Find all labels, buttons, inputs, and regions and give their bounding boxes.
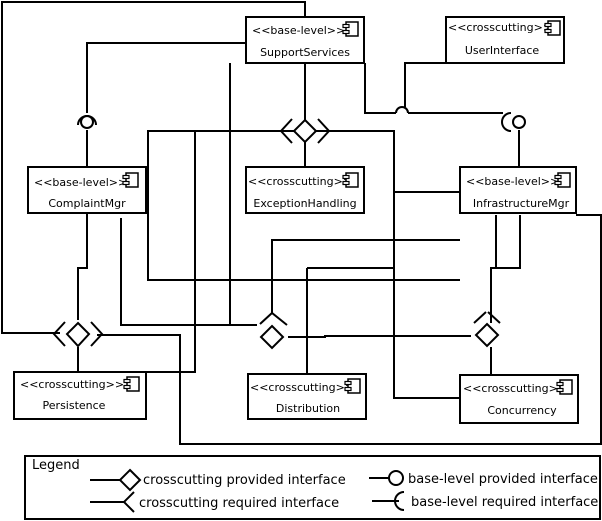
component-stereotype: <<base-level>> [252, 24, 345, 37]
component-infrastructure-mgr[interactable]: <<base-level>> InfrastructureMgr [459, 166, 577, 214]
component-support-services[interactable]: <<base-level>> SupportServices [245, 16, 365, 64]
legend: Legend crosscutting provided interface c… [24, 455, 601, 520]
legend-crosscutting-provided-icon [90, 468, 142, 492]
distribution-diamond [259, 311, 288, 350]
legend-base-provided-icon [369, 470, 404, 486]
component-stereotype: <<crosscutting>> [248, 175, 352, 188]
complaintmgr-required-socket [77, 115, 97, 129]
legend-base-required-label: base-level required interface [411, 495, 598, 510]
legend-base-required-icon [372, 491, 405, 511]
legend-crosscutting-required-label: crosscutting required interface [139, 496, 339, 511]
legend-base-provided-label: base-level provided interface [408, 472, 598, 487]
component-icon [544, 20, 561, 36]
component-name: ExceptionHandling [253, 197, 356, 210]
legend-crosscutting-required-icon [90, 491, 135, 513]
component-icon [123, 376, 140, 392]
component-name: InfrastructureMgr [473, 197, 570, 210]
legend-title: Legend [32, 458, 80, 473]
component-exception-handling[interactable]: <<crosscutting>> ExceptionHandling [245, 166, 365, 214]
component-name: Distribution [276, 402, 340, 415]
component-name: Persistence [43, 399, 106, 412]
component-distribution[interactable]: <<crosscutting>> Distribution [247, 373, 367, 420]
component-stereotype: <<base-level>> [466, 175, 559, 188]
infrastructure-provided-lollipop [501, 112, 526, 132]
component-icon [556, 379, 573, 395]
component-user-interface[interactable]: <<crosscutting>> UserInterface [445, 16, 565, 64]
connector-lines [1, 1, 602, 445]
component-name: Concurrency [487, 404, 557, 417]
component-name: UserInterface [465, 44, 540, 57]
component-name: SupportServices [260, 46, 350, 59]
persistence-diamond [52, 321, 104, 348]
component-icon [122, 172, 139, 188]
component-stereotype: <<crosscutting>> [20, 378, 124, 391]
concurrency-diamond [473, 311, 501, 348]
component-stereotype: <<crosscutting>> [463, 382, 567, 395]
legend-crosscutting-provided-label: crosscutting provided interface [143, 473, 346, 488]
component-icon [344, 378, 361, 394]
component-icon [342, 172, 359, 188]
component-concurrency[interactable]: <<crosscutting>> Concurrency [459, 374, 579, 424]
component-complaint-mgr[interactable]: <<base-level>> ComplaintMgr [27, 166, 147, 214]
component-icon [554, 172, 571, 188]
component-persistence[interactable]: <<crosscutting>> Persistence [13, 371, 147, 420]
exceptionhandling-diamond [279, 118, 331, 144]
component-icon [342, 21, 359, 37]
component-stereotype: <<crosscutting>> [250, 381, 354, 394]
component-stereotype: <<crosscutting>> [448, 21, 552, 34]
component-stereotype: <<base-level>> [34, 176, 127, 189]
component-name: ComplaintMgr [48, 197, 126, 210]
